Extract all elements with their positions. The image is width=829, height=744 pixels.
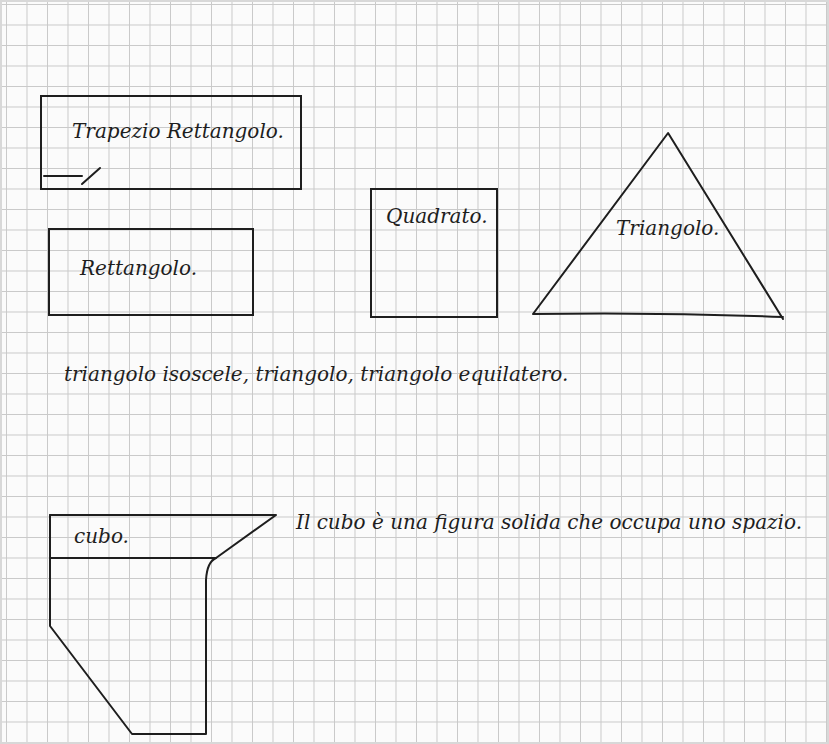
shape-label: Rettangolo. xyxy=(80,256,197,280)
trapezoid-box: Trapezio Rettangolo. xyxy=(40,95,302,190)
note-text: triangolo isoscele, triangolo, triangolo… xyxy=(64,360,824,389)
triangle-shape: Triangolo. xyxy=(532,132,784,320)
rectangle-box: Rettangolo. xyxy=(48,228,254,316)
shape-label: Quadrato. xyxy=(386,204,488,228)
note-text: Il cubo è una figura solida che occupa u… xyxy=(296,508,816,537)
cube-shape: cubo. xyxy=(46,510,280,738)
square-box: Quadrato. xyxy=(370,188,498,318)
shape-label: Triangolo. xyxy=(616,216,719,240)
shape-label: cubo. xyxy=(74,524,129,548)
shape-label: Trapezio Rettangolo. xyxy=(72,119,284,143)
